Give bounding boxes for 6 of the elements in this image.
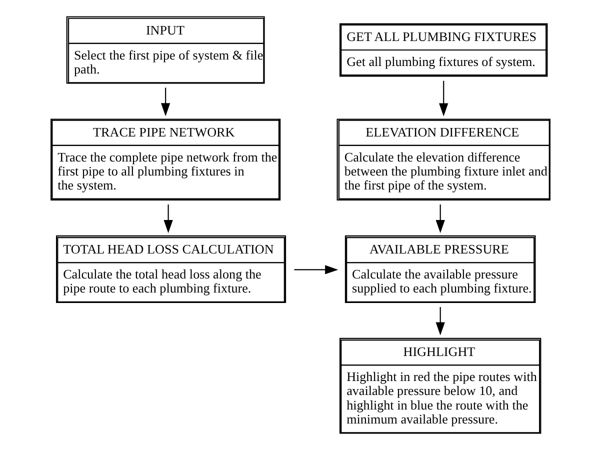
arrow <box>164 204 173 234</box>
arrow <box>436 307 445 336</box>
arrow <box>160 88 170 116</box>
arrow <box>436 204 445 234</box>
arrow <box>439 80 448 116</box>
arrow <box>294 265 338 274</box>
